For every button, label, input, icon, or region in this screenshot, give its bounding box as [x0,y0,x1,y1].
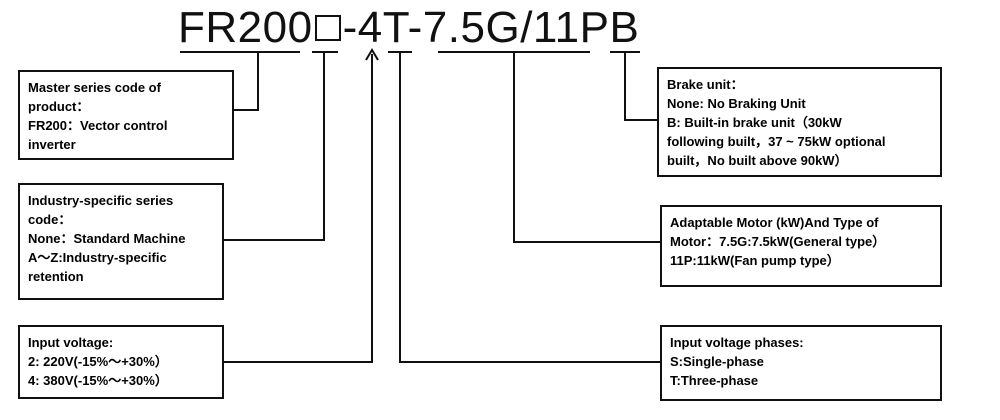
connector-input-voltage [224,54,373,363]
box-line: None: No Braking Unit [667,96,806,111]
box-line: S:Single-phase [670,354,764,369]
industry-series-box: Industry-specific series code： None：Stan… [18,183,224,300]
input-phases-box: Input voltage phases: S:Single-phase T:T… [660,325,942,401]
model-code: FR200 -4T-7.5G/11PB [178,4,639,52]
box-line: Motor：7.5G:7.5kW(General type） [670,234,886,249]
box-line: 4: 380V(-15%～+30%） [28,373,168,388]
connector-brake-unit [624,52,660,121]
model-code-rest: -4T-7.5G/11PB [342,3,640,52]
box-line: Input voltage phases: [670,335,804,350]
box-line: 11P:11kW(Fan pump type） [670,253,840,268]
adaptable-motor-box: Adaptable Motor (kW)And Type of Motor：7.… [660,205,942,287]
box-line: product： [28,99,90,114]
box-line: B: Built-in brake unit（30kW [667,115,842,130]
box-line: code： [28,212,72,227]
box-line: built，No built above 90kW） [667,153,848,168]
input-voltage-box: Input voltage: 2: 220V(-15%～+30%） 4: 380… [18,325,224,399]
placeholder-box-icon [314,15,341,41]
brake-unit-box: Brake unit： None: No Braking Unit B: Bui… [657,67,942,177]
box-line: retention [28,269,84,284]
model-code-series: FR200 [178,3,313,52]
box-line: Master series code of [28,80,161,95]
box-line: T:Three-phase [670,373,759,388]
connector-input-phases [399,52,662,363]
connector-industry-series [224,52,325,241]
box-line: A～Z:Industry-specific [28,250,167,265]
box-line: None：Standard Machine [28,231,186,246]
box-line: Brake unit： [667,77,744,92]
box-line: Adaptable Motor (kW)And Type of [670,215,879,230]
master-series-box: Master series code of product： FR200：Vec… [18,70,234,160]
box-line: Industry-specific series [28,193,174,208]
box-line: following built，37 ~ 75kW optional [667,134,886,149]
box-line: 2: 220V(-15%～+30%） [28,354,168,369]
arrow-up-icon [365,48,379,61]
box-line: inverter [28,137,76,152]
box-line: Input voltage: [28,335,114,350]
connector-adaptable-motor [513,52,662,243]
connector-master-series [234,52,259,111]
box-line: FR200：Vector control [28,118,168,133]
